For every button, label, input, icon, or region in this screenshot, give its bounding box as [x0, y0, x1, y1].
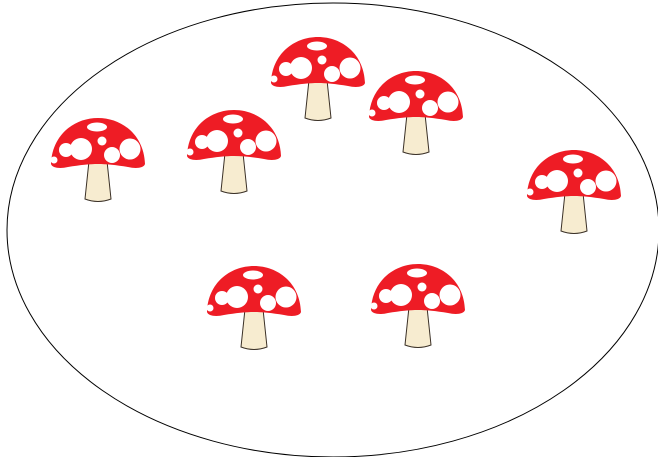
mushroom-icon	[271, 37, 366, 121]
mushroom-icon	[187, 110, 282, 194]
mushroom-icon	[369, 71, 464, 155]
mushroom-group	[51, 37, 622, 350]
mushroom-icon	[207, 266, 302, 350]
mushroom-icon	[51, 118, 146, 202]
mushroom-icon	[527, 150, 622, 234]
mushroom-icon	[371, 264, 466, 348]
